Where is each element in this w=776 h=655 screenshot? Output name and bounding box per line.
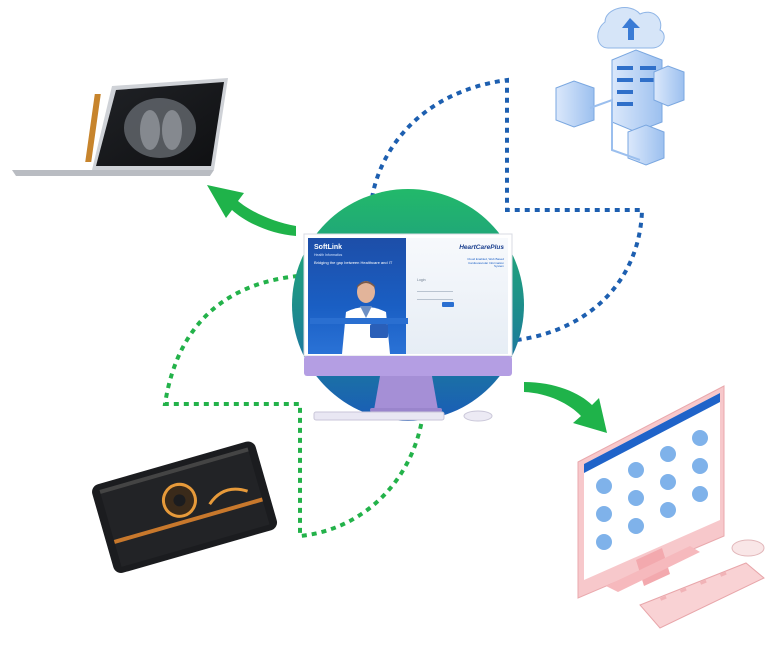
tablet-device xyxy=(92,441,278,573)
tagline: Bridging the gap between Healthcare and … xyxy=(314,260,393,265)
screen-right-panel: HeartCarePlus Cloud Enabled, Web Based C… xyxy=(406,238,508,354)
login-button[interactable] xyxy=(442,302,454,307)
cloud-servers-device xyxy=(555,7,685,166)
doctor-icon xyxy=(342,281,390,354)
product-logo: HeartCarePlus xyxy=(459,244,504,251)
login-title: Login xyxy=(417,278,426,282)
laptop-device xyxy=(12,78,228,176)
screen-left-panel: SoftLink Health Informatics Bridging the… xyxy=(308,238,406,354)
blue-dotted-path xyxy=(370,77,645,342)
green-arrow-left xyxy=(207,185,296,236)
brand-name: SoftLink xyxy=(314,244,342,251)
brand-sub: Health Informatics xyxy=(314,253,343,257)
green-dotted-path xyxy=(162,274,424,539)
password-field[interactable] xyxy=(417,294,453,300)
pink-desktop-device xyxy=(577,385,765,629)
username-field[interactable] xyxy=(417,286,453,292)
product-sub: Cloud Enabled, Web Based Cardiovascular … xyxy=(467,257,504,269)
central-screen: SoftLink Health Informatics Bridging the… xyxy=(308,238,508,354)
green-arrow-right xyxy=(524,382,607,433)
login-footer-bar xyxy=(310,318,408,324)
